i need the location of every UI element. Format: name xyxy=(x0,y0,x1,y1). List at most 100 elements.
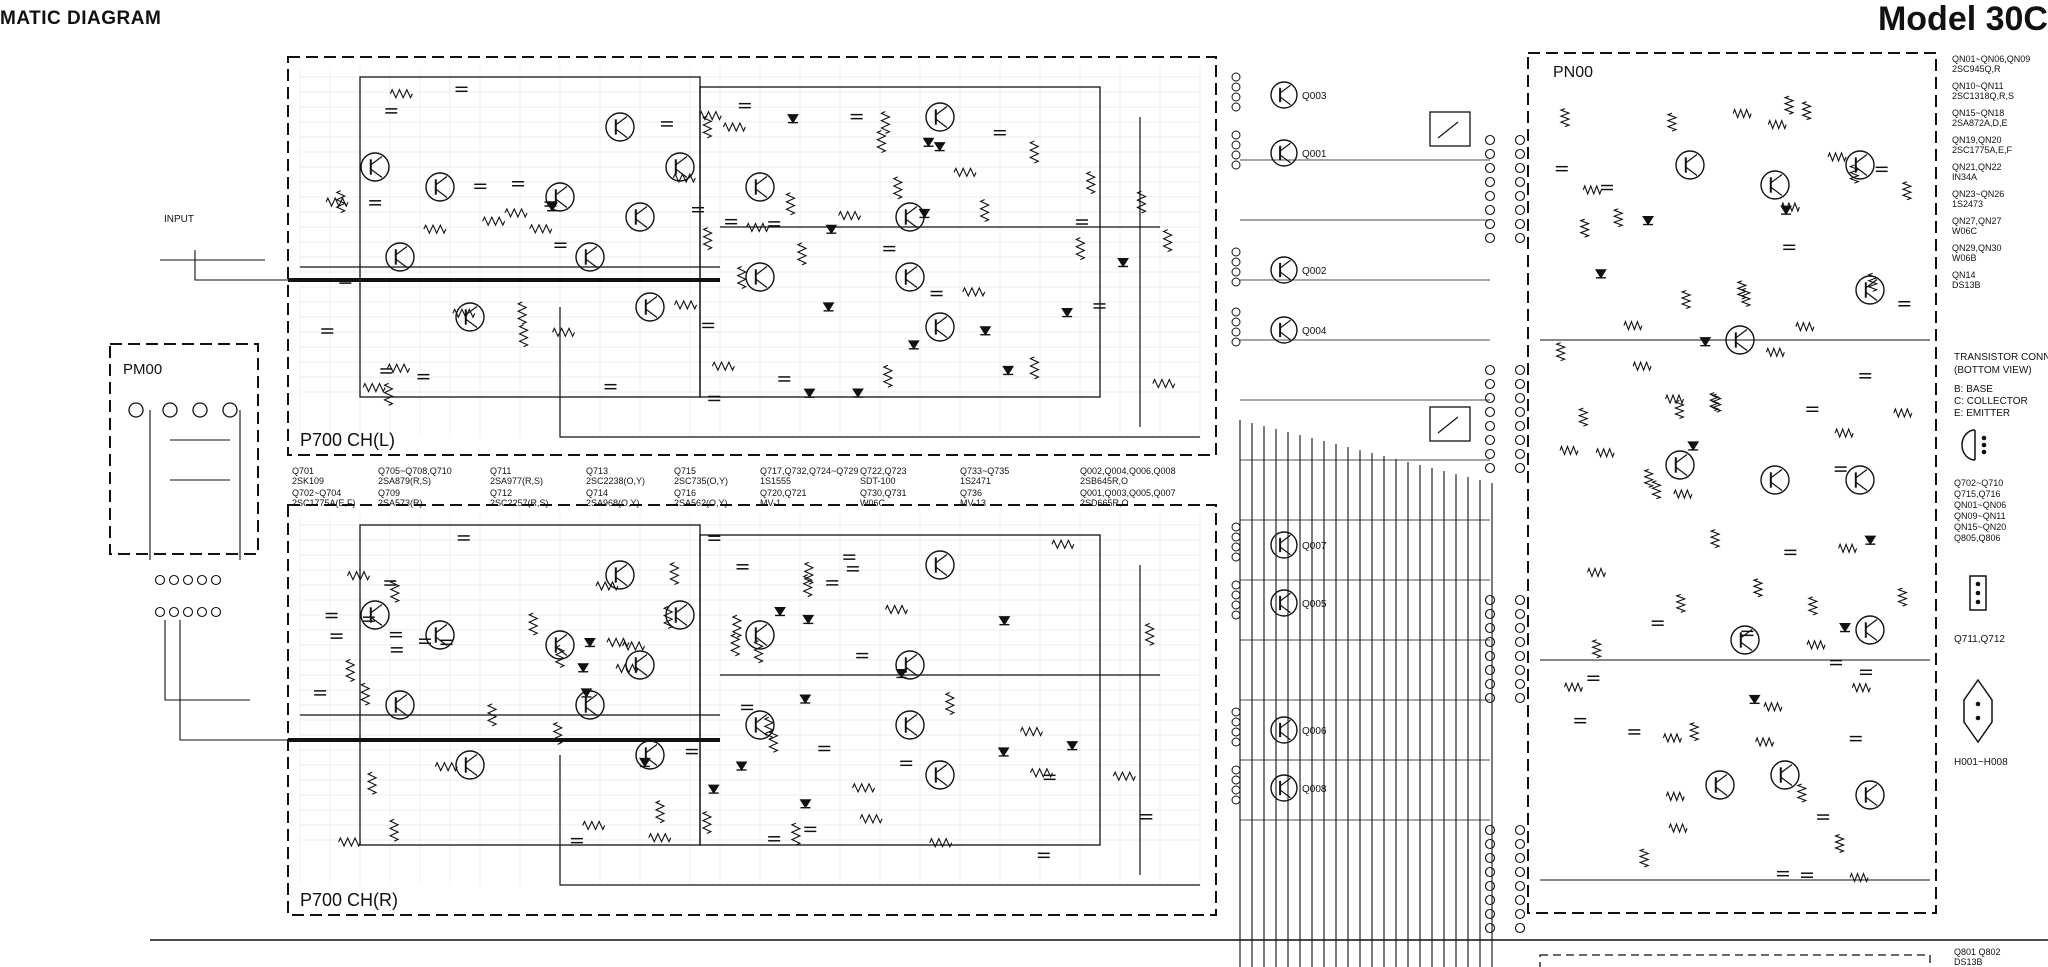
connector-pin xyxy=(1514,190,1526,202)
connector-pin xyxy=(1484,678,1496,690)
transistor-type-legend: Q7012SK109Q702~Q7042SC1775A(E,F)Q705~Q70… xyxy=(292,466,1176,508)
connector-pin xyxy=(1514,218,1526,230)
connector-pin xyxy=(1514,852,1526,864)
resistor-symbol xyxy=(1019,726,1043,737)
diode-symbol xyxy=(735,761,748,771)
resistor-symbol xyxy=(1623,320,1643,332)
legend-left-part: MV-1 xyxy=(760,498,781,508)
resistor-symbol xyxy=(529,223,553,235)
resistor-symbol xyxy=(662,605,674,629)
transistor-symbol xyxy=(1855,615,1885,645)
resistor-symbol xyxy=(1709,529,1721,549)
legend-right-line: QN23~QN26 xyxy=(1952,189,2004,199)
connector-pin xyxy=(1514,176,1526,188)
connector-pin xyxy=(1514,148,1526,160)
connector-pin xyxy=(1484,894,1496,906)
diode-symbol xyxy=(707,784,720,795)
resistor-symbol xyxy=(1680,289,1692,310)
resistor-symbol xyxy=(1665,393,1685,405)
diode-symbol xyxy=(997,747,1010,757)
resistor-symbol xyxy=(796,242,808,266)
legend-right-line: 1S2473 xyxy=(1952,199,1983,209)
transistor-symbol xyxy=(1855,780,1885,810)
legend-left-ref: Q711 xyxy=(490,466,511,476)
resistor-symbol xyxy=(1688,722,1700,742)
diode-symbol xyxy=(979,326,992,336)
resistor-symbol xyxy=(701,810,713,834)
transistor-symbol xyxy=(1705,770,1735,800)
ground-bus xyxy=(288,278,720,742)
legend-right-line: 2SC1318Q,R,S xyxy=(1952,91,2014,101)
resistor-symbol xyxy=(482,215,506,227)
input-label: INPUT xyxy=(164,214,194,225)
transistor-symbol xyxy=(360,152,390,182)
pkg-label-h001: H001~H008 xyxy=(1954,757,2008,768)
resistor-symbol xyxy=(1755,736,1775,748)
diode-symbol xyxy=(1002,365,1015,376)
legend-left-part: W06C xyxy=(860,498,886,508)
legend-right-line: QN15~QN18 xyxy=(1952,108,2004,118)
resistor-symbol xyxy=(606,637,630,648)
legend-right-line: QN01~QN06,QN09 xyxy=(1952,54,2030,64)
resistor-symbol xyxy=(1851,682,1871,694)
connector-pin xyxy=(1514,908,1526,920)
transistor-symbol xyxy=(665,152,695,182)
connector-pin xyxy=(1514,608,1526,620)
resistor-symbol xyxy=(1595,447,1615,459)
resistor-symbol xyxy=(344,658,356,682)
diode-symbol xyxy=(1839,623,1851,633)
connector-pin xyxy=(1514,650,1526,662)
transistor-symbol xyxy=(745,172,775,202)
transistor-symbol xyxy=(1270,589,1298,617)
frame-pn00 xyxy=(1527,52,1937,914)
legend-left-ref: Q736 xyxy=(960,488,982,498)
connector-pin xyxy=(1514,838,1526,850)
resistor-symbol xyxy=(486,703,498,727)
resistor-symbol xyxy=(1591,639,1603,659)
pkg-label-q711: Q711,Q712 xyxy=(1954,634,2005,645)
resistor-symbol xyxy=(1632,360,1652,372)
resistor-symbol xyxy=(1796,783,1808,803)
legend-left-ref: Q722,Q723 xyxy=(860,466,907,476)
legend-right-line: 2SC945Q,R xyxy=(1952,64,2001,74)
resistor-symbol xyxy=(736,265,748,289)
model-title: Model 30C xyxy=(1877,0,2048,38)
connector-pin xyxy=(1514,134,1526,146)
connector-pin xyxy=(1484,608,1496,620)
resistor-symbol xyxy=(582,820,606,831)
diode-symbol xyxy=(774,606,786,617)
resistor-symbol xyxy=(1051,538,1075,550)
pkg-label: Q805,Q806 xyxy=(1954,533,2001,543)
resistor-symbol xyxy=(1563,681,1583,693)
resistor-symbol xyxy=(1144,622,1156,646)
diode-symbol xyxy=(933,142,946,152)
resistor-symbol xyxy=(1582,184,1602,196)
resistor-symbol xyxy=(516,301,528,325)
legend-right-line: QN14 xyxy=(1952,270,1976,280)
transistor-symbol xyxy=(925,102,955,132)
connector-pin xyxy=(1514,636,1526,648)
transistor-symbol xyxy=(1270,81,1298,109)
legend-right-line: QN27,QN27 xyxy=(1952,216,2002,226)
legend-left-ref: Q001,Q003,Q005,Q007 xyxy=(1080,488,1176,498)
resistor-symbol xyxy=(383,382,394,406)
diode-symbol xyxy=(802,614,815,625)
resistor-symbol xyxy=(1643,468,1655,488)
legend-left-ref: Q720,Q721 xyxy=(760,488,807,498)
connector-pin xyxy=(1514,232,1526,244)
connector-pin xyxy=(1484,204,1496,216)
diode-symbol xyxy=(546,202,558,212)
resistor-symbol xyxy=(669,562,680,586)
diode-symbol xyxy=(1780,205,1792,216)
resistor-symbol xyxy=(859,813,883,825)
block-label-ch-l: P700 CH(L) xyxy=(300,430,395,450)
output-transistor-label: Q001 xyxy=(1302,149,1327,160)
legend-left-part: 2SC735(O,Y) xyxy=(674,476,728,486)
diode-symbol xyxy=(1748,694,1761,705)
legend-left-ref: Q717,Q732,Q724~Q729 xyxy=(760,466,858,476)
transistor-symbol xyxy=(1270,139,1298,167)
resistor-symbol xyxy=(1740,287,1752,307)
diode-symbol xyxy=(799,799,812,809)
connector-pin xyxy=(1484,378,1496,390)
wiring xyxy=(299,67,1493,967)
